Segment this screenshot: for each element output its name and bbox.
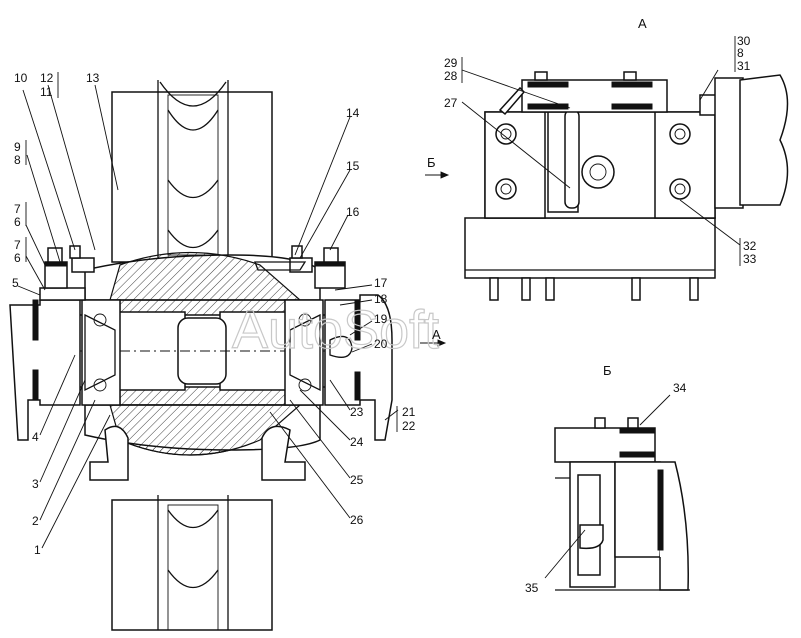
left-bearing	[81, 299, 121, 406]
part-label-19: 19	[374, 312, 388, 326]
part-label-11: 11	[40, 85, 53, 99]
part-label-35: 35	[525, 581, 539, 595]
part-label-8-main: 8	[14, 153, 21, 167]
part-label-13: 13	[86, 71, 100, 85]
part-label-14: 14	[346, 106, 360, 120]
leader-lines-main	[17, 72, 447, 549]
left-flange	[9, 245, 95, 441]
part-label-7-upper: 7	[14, 202, 21, 216]
part-label-18: 18	[374, 292, 388, 306]
part-label-23: 23	[350, 405, 364, 419]
main-section-view	[9, 80, 393, 631]
part-label-26: 26	[350, 513, 364, 527]
view-a-arrow-label: А	[432, 327, 441, 342]
part-label-24: 24	[350, 435, 364, 449]
part-label-20: 20	[374, 337, 388, 351]
right-flange	[254, 245, 393, 441]
view-b-title: Б	[603, 363, 612, 378]
part-label-31: 31	[737, 59, 751, 73]
view-b-arrow-label: Б	[427, 155, 436, 170]
part-label-22: 22	[402, 419, 416, 433]
lower-clips	[89, 425, 306, 481]
right-bearing	[284, 299, 324, 406]
part-label-16: 16	[346, 205, 360, 219]
upper-wheel	[111, 80, 273, 263]
leader-lines-view-b	[544, 394, 671, 579]
part-label-27: 27	[444, 96, 458, 110]
part-labels: 10 12 11 13 9 8 7 6 7 6 5 4 3 2 1 14 15 …	[12, 34, 757, 595]
view-a	[464, 71, 789, 301]
part-label-8-view-a: 8	[737, 46, 744, 60]
part-label-1: 1	[34, 543, 41, 557]
lower-wheel	[111, 495, 273, 631]
part-label-10: 10	[14, 71, 28, 85]
view-a-title: А	[638, 16, 647, 31]
part-label-15: 15	[346, 159, 360, 173]
part-label-29: 29	[444, 56, 458, 70]
part-label-30: 30	[737, 34, 751, 48]
part-label-4: 4	[32, 430, 39, 444]
part-label-32: 32	[743, 239, 757, 253]
part-label-21: 21	[402, 405, 416, 419]
part-label-28: 28	[444, 69, 458, 83]
part-label-12: 12	[40, 71, 54, 85]
part-label-9: 9	[14, 140, 21, 154]
part-label-6-lower: 6	[14, 251, 21, 265]
part-label-2: 2	[32, 514, 39, 528]
part-label-33: 33	[743, 252, 757, 266]
watermark: AutoSoft	[232, 300, 439, 360]
part-label-6-upper: 6	[14, 215, 21, 229]
leader-lines-view-a	[425, 36, 741, 266]
part-label-7-lower: 7	[14, 238, 21, 252]
part-label-17: 17	[374, 276, 388, 290]
part-label-3: 3	[32, 477, 39, 491]
part-label-5: 5	[12, 276, 19, 290]
part-label-34: 34	[673, 381, 687, 395]
view-b	[554, 417, 690, 591]
part-label-25: 25	[350, 473, 364, 487]
